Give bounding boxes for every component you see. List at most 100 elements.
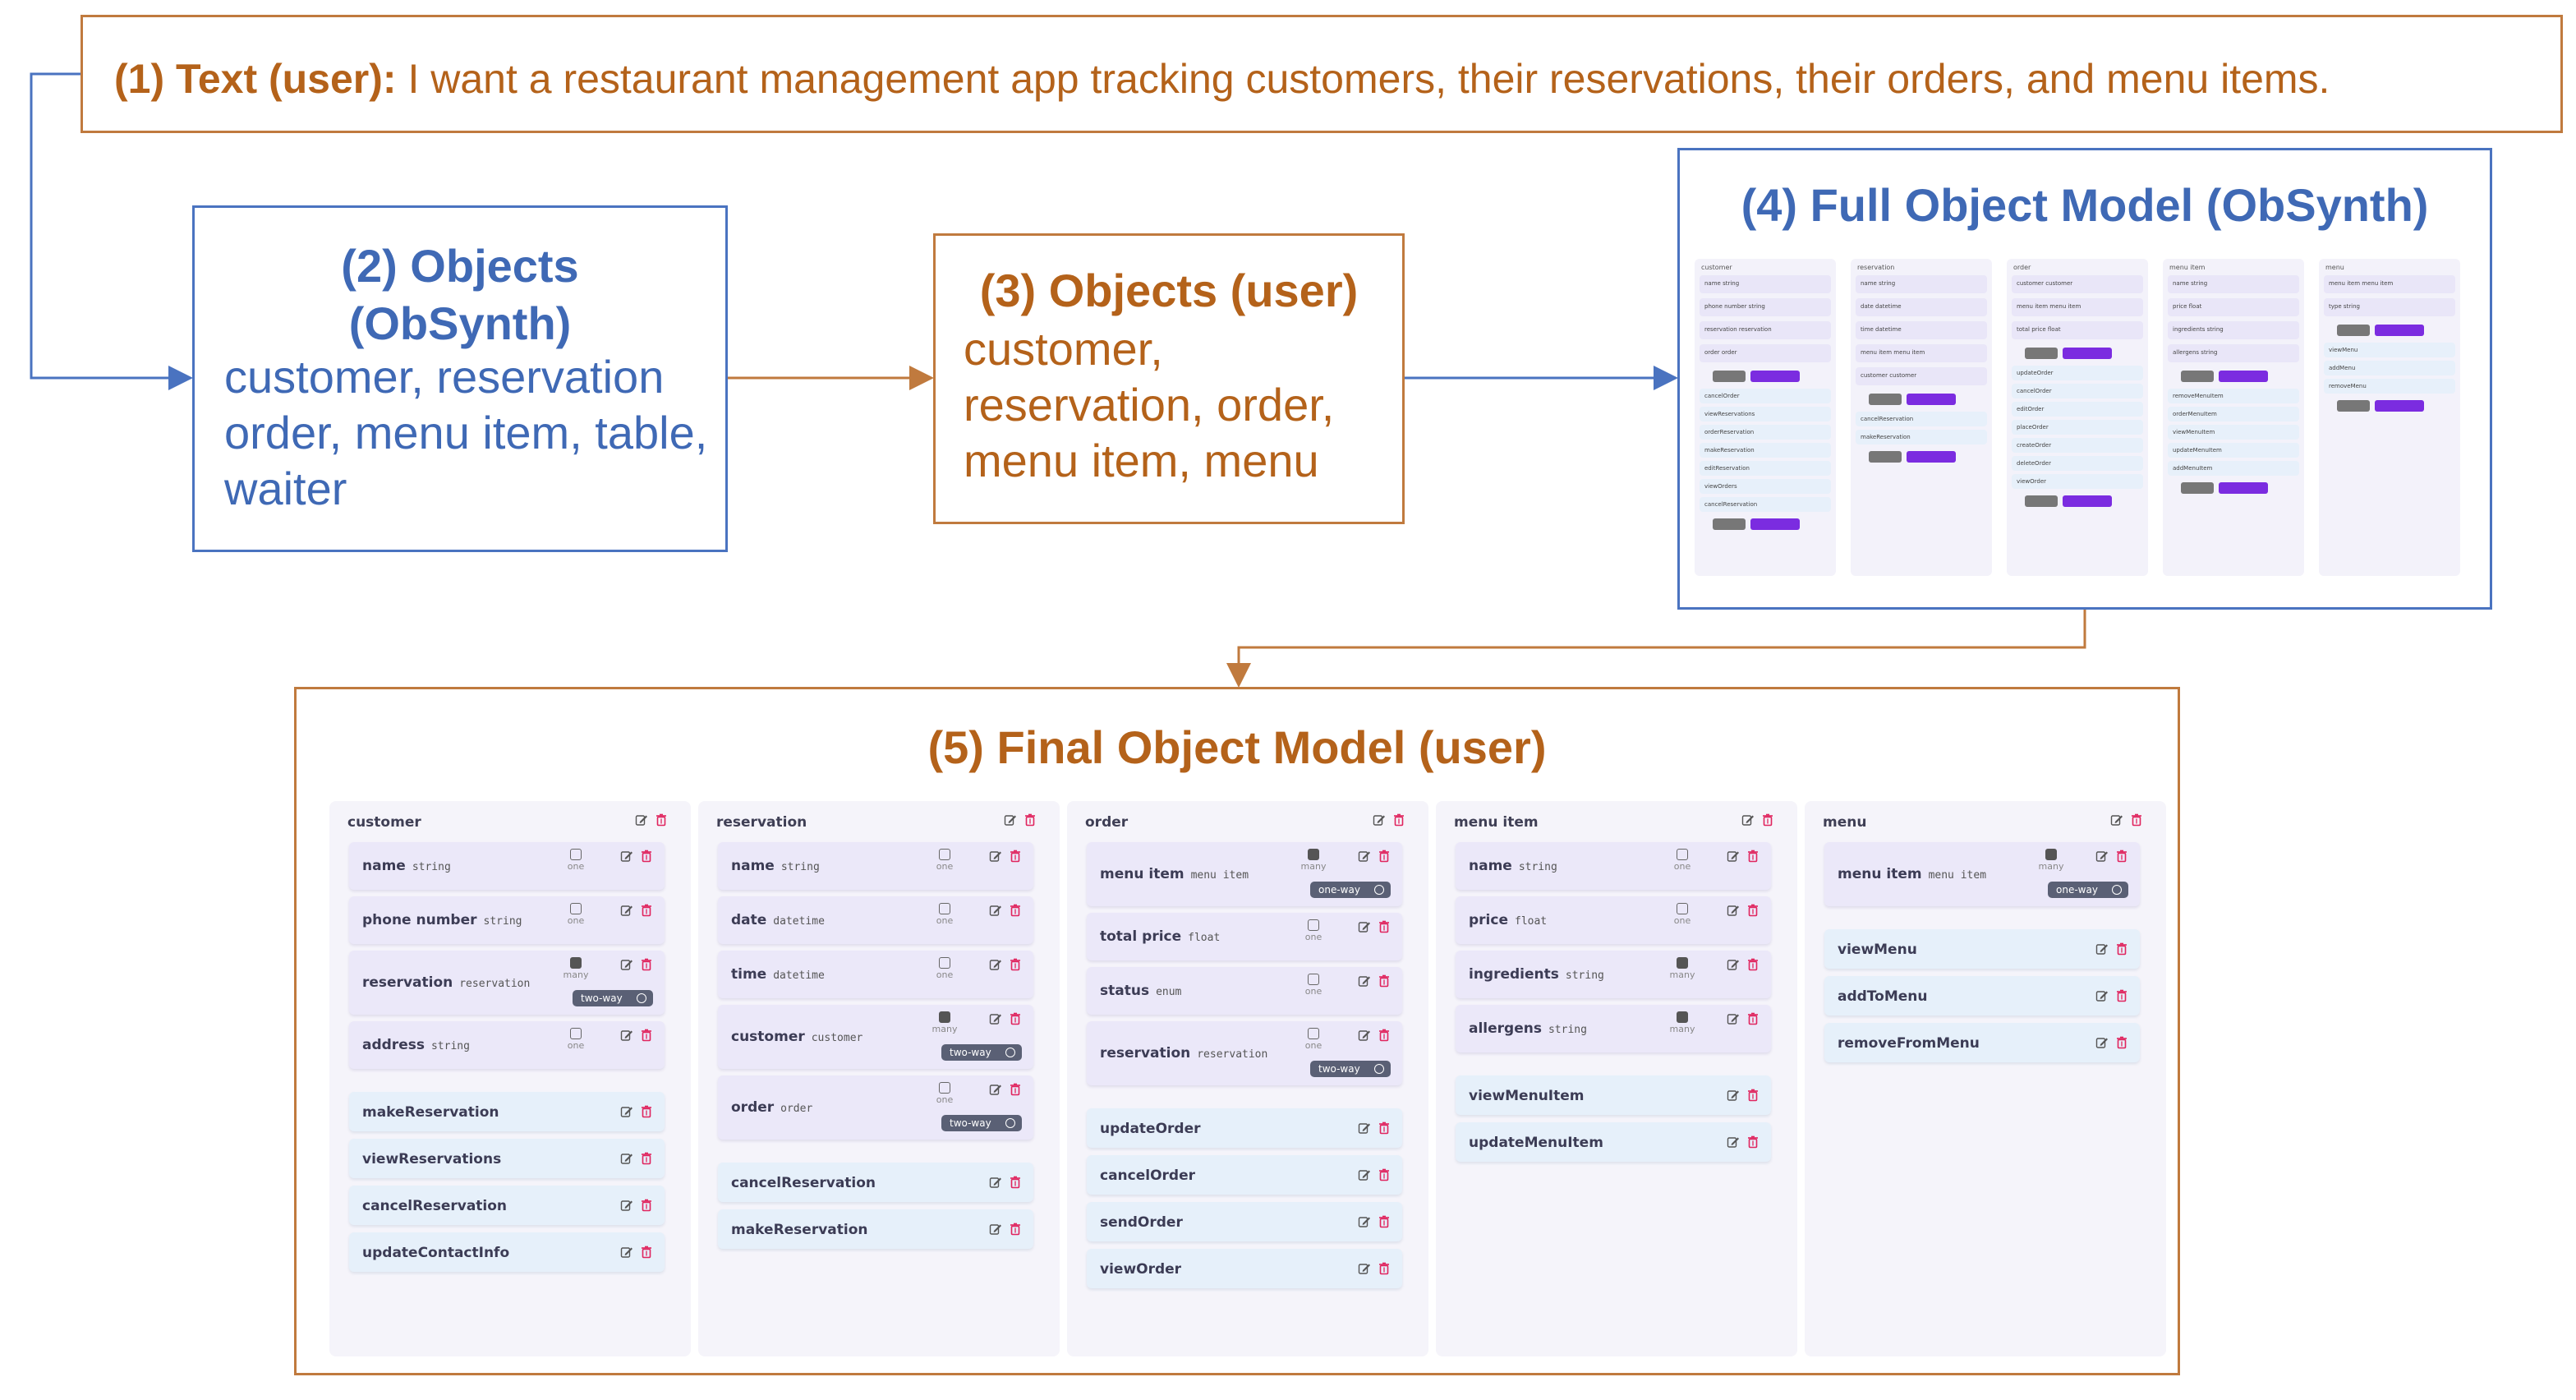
edit-icon[interactable] <box>1727 1012 1740 1025</box>
trash-icon[interactable] <box>2130 813 2143 827</box>
many-icon[interactable]: many <box>2031 849 2071 872</box>
many-icon[interactable]: many <box>1294 849 1333 872</box>
one-icon[interactable]: one <box>1294 1028 1333 1051</box>
trash-icon[interactable] <box>640 1105 653 1118</box>
trash-icon[interactable] <box>1009 1012 1022 1025</box>
trash-icon[interactable] <box>2115 989 2128 1002</box>
edit-icon[interactable] <box>2095 989 2109 1002</box>
one-icon[interactable]: one <box>556 903 596 926</box>
trash-icon[interactable] <box>1009 850 1022 863</box>
one-icon[interactable]: one <box>1294 974 1333 997</box>
one-icon[interactable]: one <box>1663 849 1702 872</box>
trash-icon[interactable] <box>1378 1029 1391 1042</box>
trash-icon[interactable] <box>1378 920 1391 933</box>
edit-icon[interactable] <box>989 1176 1002 1189</box>
edit-icon[interactable] <box>1358 920 1371 933</box>
method-row[interactable]: makeReservation <box>718 1209 1033 1249</box>
method-row[interactable]: viewOrder <box>1087 1249 1402 1288</box>
edit-icon[interactable] <box>1358 1262 1371 1275</box>
trash-icon[interactable] <box>1746 1089 1760 1102</box>
edit-icon[interactable] <box>620 904 633 917</box>
edit-icon[interactable] <box>1358 1029 1371 1042</box>
method-row[interactable]: updateMenuItem <box>1456 1122 1771 1162</box>
trash-icon[interactable] <box>1746 958 1760 971</box>
trash-icon[interactable] <box>1761 813 1774 827</box>
trash-icon[interactable] <box>1378 1215 1391 1228</box>
edit-icon[interactable] <box>620 958 633 971</box>
edit-icon[interactable] <box>620 1152 633 1165</box>
edit-icon[interactable] <box>2095 942 2109 956</box>
edit-icon[interactable] <box>989 958 1002 971</box>
trash-icon[interactable] <box>640 1199 653 1212</box>
edit-icon[interactable] <box>989 1083 1002 1096</box>
one-icon[interactable]: one <box>925 957 964 980</box>
trash-icon[interactable] <box>640 850 653 863</box>
trash-icon[interactable] <box>1392 813 1405 827</box>
method-row[interactable]: removeFromMenu <box>1824 1023 2140 1062</box>
edit-icon[interactable] <box>1004 813 1017 827</box>
trash-icon[interactable] <box>1378 850 1391 863</box>
method-row[interactable]: viewReservations <box>349 1139 665 1178</box>
link-direction-badge[interactable]: two-way <box>573 990 653 1006</box>
edit-icon[interactable] <box>1358 974 1371 988</box>
trash-icon[interactable] <box>2115 1036 2128 1049</box>
one-icon[interactable]: one <box>925 903 964 926</box>
trash-icon[interactable] <box>1024 813 1037 827</box>
edit-icon[interactable] <box>1358 1215 1371 1228</box>
edit-icon[interactable] <box>635 813 648 827</box>
trash-icon[interactable] <box>640 904 653 917</box>
edit-icon[interactable] <box>1358 1168 1371 1181</box>
trash-icon[interactable] <box>1378 974 1391 988</box>
link-direction-badge[interactable]: two-way <box>941 1115 1022 1131</box>
trash-icon[interactable] <box>1746 850 1760 863</box>
edit-icon[interactable] <box>989 904 1002 917</box>
method-row[interactable]: updateOrder <box>1087 1108 1402 1148</box>
link-direction-badge[interactable]: one-way <box>2048 882 2128 898</box>
edit-icon[interactable] <box>1727 904 1740 917</box>
trash-icon[interactable] <box>1009 1223 1022 1236</box>
trash-icon[interactable] <box>1009 958 1022 971</box>
edit-icon[interactable] <box>989 850 1002 863</box>
one-icon[interactable]: one <box>1663 903 1702 926</box>
trash-icon[interactable] <box>2115 850 2128 863</box>
edit-icon[interactable] <box>1373 813 1386 827</box>
trash-icon[interactable] <box>1378 1168 1391 1181</box>
method-row[interactable]: addToMenu <box>1824 976 2140 1015</box>
one-icon[interactable]: one <box>925 849 964 872</box>
edit-icon[interactable] <box>620 1246 633 1259</box>
trash-icon[interactable] <box>2115 942 2128 956</box>
trash-icon[interactable] <box>1746 1135 1760 1149</box>
trash-icon[interactable] <box>1009 1176 1022 1189</box>
method-row[interactable]: cancelReservation <box>718 1163 1033 1202</box>
edit-icon[interactable] <box>1727 1089 1740 1102</box>
many-icon[interactable]: many <box>925 1011 964 1034</box>
trash-icon[interactable] <box>1378 1121 1391 1135</box>
edit-icon[interactable] <box>2110 813 2123 827</box>
edit-icon[interactable] <box>1358 1121 1371 1135</box>
edit-icon[interactable] <box>2095 850 2109 863</box>
link-direction-badge[interactable]: two-way <box>1310 1061 1391 1077</box>
edit-icon[interactable] <box>620 1105 633 1118</box>
method-row[interactable]: makeReservation <box>349 1092 665 1131</box>
trash-icon[interactable] <box>1746 1012 1760 1025</box>
edit-icon[interactable] <box>620 850 633 863</box>
edit-icon[interactable] <box>989 1223 1002 1236</box>
one-icon[interactable]: one <box>556 1028 596 1051</box>
trash-icon[interactable] <box>640 1246 653 1259</box>
edit-icon[interactable] <box>620 1199 633 1212</box>
method-row[interactable]: sendOrder <box>1087 1202 1402 1241</box>
